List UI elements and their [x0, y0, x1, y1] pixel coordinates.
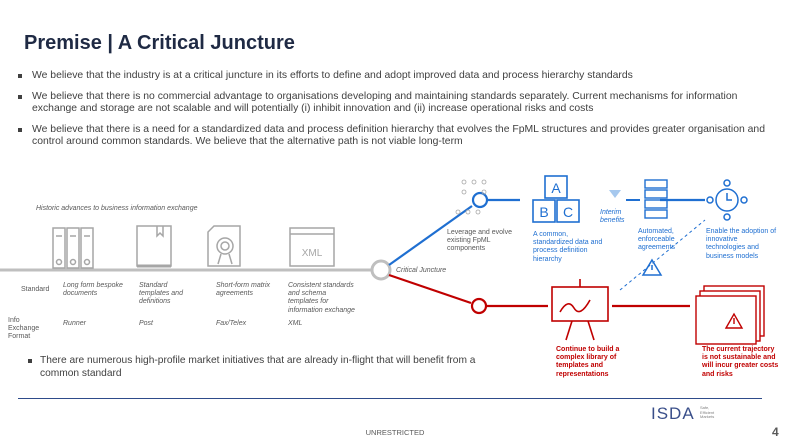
certificate-icon: [207, 225, 241, 267]
historic-label: Historic advances to business informatio…: [36, 205, 198, 212]
classification-label: UNRESTRICTED: [365, 428, 425, 437]
book-icon: [136, 225, 172, 268]
footer-divider: [18, 398, 762, 399]
format-label: Runner: [63, 320, 86, 327]
dots-icon: [455, 179, 487, 215]
abc-blocks-icon: A B C: [532, 175, 580, 223]
network-clock-icon: [706, 179, 748, 221]
bottom-bullet: There are numerous high-profile market i…: [26, 355, 500, 380]
binders-icon: [52, 227, 94, 269]
red-path: [388, 273, 690, 315]
xml-icon-text: XML: [302, 248, 323, 259]
premise-bullets: We believe that the industry is at a cri…: [14, 70, 774, 157]
isda-logo-tagline: Safe, Efficient Markets: [700, 405, 715, 419]
dashed-link: [619, 219, 706, 291]
row-label-standard: Standard: [21, 286, 50, 293]
svg-text:C: C: [563, 204, 573, 220]
common-hierarchy-label: A common, standardized data and process …: [533, 231, 603, 263]
svg-text:A: A: [551, 180, 561, 196]
standard-label: Consistent standards and schema template…: [288, 282, 355, 314]
enable-adoption-label: Enable the adoption of innovative techno…: [706, 228, 777, 260]
format-label: Fax/Telex: [216, 320, 247, 327]
format-label: Post: [139, 320, 154, 327]
row-label-format: Info Exchange Format: [8, 317, 40, 341]
format-label: XML: [288, 320, 303, 327]
documents-warning-icon: [695, 285, 765, 345]
interim-benefits-label: Interim benefits: [600, 209, 625, 225]
isda-logo: ISDA: [651, 404, 695, 423]
bullet-item: We believe that the industry is at a cri…: [14, 70, 774, 83]
critical-juncture-label: Critical Juncture: [396, 267, 447, 274]
standard-label: Short-form matrix agreements: [216, 282, 271, 298]
funnel-icon: [609, 190, 621, 198]
continue-library-label: Continue to build a complex library of t…: [556, 346, 620, 378]
standard-label: Long form bespoke documents: [63, 282, 123, 298]
blue-path: [388, 191, 705, 266]
bullet-item: We believe that there is no commercial a…: [14, 91, 774, 116]
leverage-label: Leverage and evolve existing FpML compon…: [447, 229, 512, 253]
svg-text:B: B: [539, 204, 548, 220]
critical-juncture-node: [370, 259, 392, 281]
page-number: 4: [772, 425, 779, 439]
bullet-item: We believe that there is a need for a st…: [14, 124, 774, 149]
automated-agreements-label: Automated, enforceable agreements: [638, 228, 675, 252]
page-title: Premise | A Critical Juncture: [24, 32, 295, 54]
server-stack-icon: [644, 179, 668, 219]
warning-icon: [641, 258, 663, 276]
xml-window-icon: XML: [289, 227, 335, 267]
trajectory-label: The current trajectory is not sustainabl…: [702, 346, 779, 378]
easel-chart-icon: [551, 279, 609, 341]
standard-label: Standard templates and definitions: [139, 282, 183, 306]
